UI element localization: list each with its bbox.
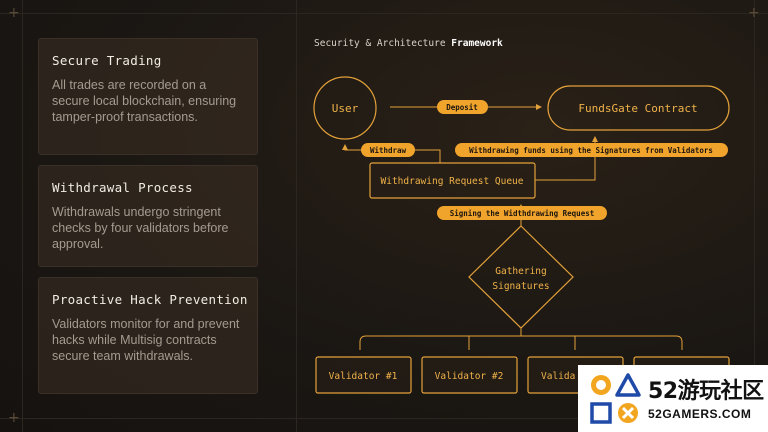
validator-node-2: [421, 356, 518, 394]
signing-badge-label: Signing the Widthdrawing Request: [450, 209, 595, 218]
watermark-logo-icon: [590, 373, 641, 424]
queue-node: [369, 162, 536, 199]
validator-bus: [359, 335, 683, 350]
watermark: 52游玩社区 52GAMERS.COM: [578, 365, 768, 432]
contract-node: [547, 85, 730, 131]
deposit-badge-label: Deposit: [446, 103, 478, 112]
feature-card-secure-trading: Secure Trading All trades are recorded o…: [38, 38, 258, 155]
gathering-label-line2: Signatures: [492, 281, 549, 292]
queue-label: Withdrawing Request Queue: [381, 176, 524, 187]
user-node: [313, 76, 377, 140]
validator-node-1: [315, 356, 412, 394]
validator-label: Valida: [541, 371, 575, 382]
card-body: Validators monitor for and prevent hacks…: [52, 317, 240, 363]
withdraw-funds-badge-label: Withdrawing funds using the Signatures f…: [469, 146, 713, 155]
gathering-signatures-node: [468, 225, 574, 329]
frame-line-left: [22, 0, 23, 432]
card-title: Secure Trading: [52, 53, 162, 68]
diagram-title: Security & Architecture Framework: [314, 38, 503, 49]
card-body: All trades are recorded on a secure loca…: [52, 78, 237, 124]
card-title: Withdrawal Process: [52, 180, 193, 195]
card-body: Withdrawals undergo stringent checks by …: [52, 205, 229, 251]
withdraw-badge: [361, 143, 415, 157]
contract-label: FundsGate Contract: [578, 102, 697, 115]
frame-divider: [296, 0, 297, 432]
signing-badge: [437, 206, 607, 220]
diagram-title-bold: Framework: [451, 38, 503, 49]
card-title: Proactive Hack Prevention: [52, 292, 248, 307]
gathering-label-line1: Gathering: [495, 266, 546, 277]
corner-plus-icon: +: [748, 5, 760, 21]
feature-card-withdrawal-process: Withdrawal Process Withdrawals undergo s…: [38, 165, 258, 267]
feature-card-hack-prevention: Proactive Hack Prevention Validators mon…: [38, 277, 258, 394]
withdraw-funds-badge: [455, 143, 728, 157]
validator-label: Validator #1: [329, 371, 398, 382]
user-label: User: [332, 102, 359, 115]
diagram-title-prefix: Security & Architecture: [314, 38, 452, 49]
deposit-badge: [437, 100, 488, 114]
corner-plus-icon: +: [8, 5, 20, 21]
watermark-subtitle: 52GAMERS.COM: [648, 407, 752, 421]
frame-line-top: [0, 13, 768, 14]
validator-label: Validator #2: [435, 371, 504, 382]
watermark-title: 52游玩社区: [648, 379, 764, 404]
corner-plus-icon: +: [8, 410, 20, 426]
frame-line-right: [754, 0, 755, 432]
withdraw-badge-label: Withdraw: [370, 146, 407, 155]
frame-line-bottom: [0, 418, 768, 419]
